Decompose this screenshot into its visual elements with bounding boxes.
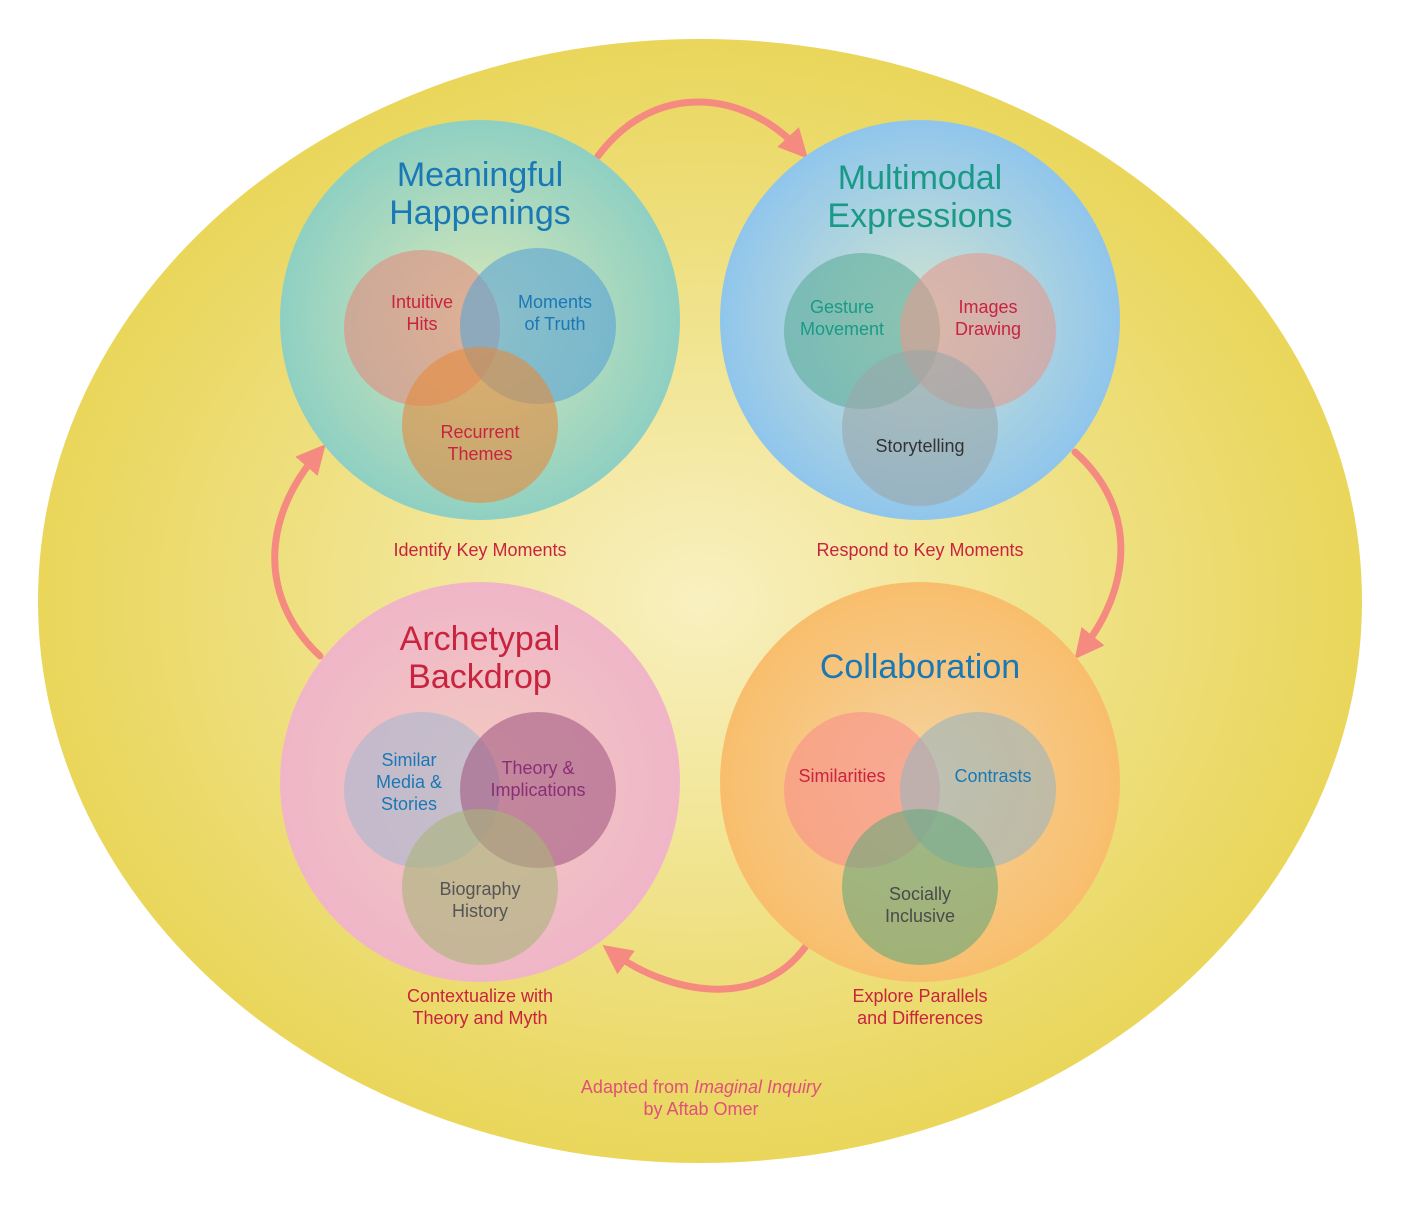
similar-media-line1: Similar [381,750,437,770]
images-drawing-label: Images Drawing [888,297,1088,341]
multimodal-expressions-title: Multimodal Expressions [770,159,1070,235]
recurrent-themes-line1: Recurrent [440,422,520,442]
credit-note: Adapted from Imaginal Inquiry by Aftab O… [511,1077,891,1121]
identify-key-moments-caption: Identify Key Moments [393,540,567,560]
meaningful-title-line2: Happenings [389,194,571,233]
similar-media-line2: Media & [375,771,443,792]
recurrent-themes-label: Recurrent Themes [380,422,580,466]
meaningful-happenings-title: Meaningful Happenings [330,156,630,232]
arrow-right [1071,448,1125,660]
socially-inclusive-line2: Inclusive [884,905,956,926]
images-drawing-line2: Drawing [954,318,1022,339]
biography-history-line2: History [451,900,508,921]
gesture-movement-label: Gesture Movement [742,297,942,341]
gesture-movement-line2: Movement [799,318,885,339]
images-drawing-line1: Images [958,297,1018,317]
arrow-top [594,98,808,160]
socially-inclusive-label: Socially Inclusive [820,884,1020,928]
credit-prefix: Adapted from [580,1077,694,1097]
gesture-movement-line1: Gesture [809,297,875,317]
respond-to-key-moments-caption: Respond to Key Moments [816,540,1024,560]
theory-implications-line1: Theory & [501,758,575,778]
theory-implications-line2: Implications [490,779,586,800]
biography-history-label: Biography History [380,879,580,923]
archetypal-title-line2: Backdrop [408,658,552,697]
venn-circle-storytelling [842,350,998,506]
credit-line2: by Aftab Omer [643,1098,759,1119]
venn-circle-socially-inclusive [842,809,998,965]
moments-of-truth-line1: Moments [517,292,593,312]
similarities-label: Similarities [798,766,886,786]
archetypal-backdrop-title: Archetypal Backdrop [330,620,630,696]
archetypal-title-line1: Archetypal [399,620,561,658]
arrow-bottom [602,942,810,993]
recurrent-themes-line2: Themes [447,443,513,464]
outer-ellipse [38,39,1362,1163]
socially-inclusive-line1: Socially [888,884,952,904]
venn-circle-biography-history [402,809,558,965]
contrasts-label: Contrasts [954,766,1032,786]
intuitive-hits-line2: Hits [406,313,438,334]
contextualize-caption-line1: Contextualize with [406,986,554,1006]
moments-of-truth-label: Moments of Truth [455,292,655,336]
meaningful-title-line1: Meaningful [396,156,564,194]
arrow-left [271,444,326,660]
moments-of-truth-line2: of Truth [524,313,586,334]
multimodal-title-line1: Multimodal [837,159,1003,197]
explore-parallels-caption: Explore Parallels and Differences [770,986,1070,1030]
credit-line1: Adapted from Imaginal Inquiry [511,1077,891,1099]
explore-parallels-line1: Explore Parallels [852,986,988,1006]
contextualize-caption: Contextualize with Theory and Myth [330,986,630,1030]
intuitive-hits-line1: Intuitive [390,292,454,312]
storytelling-label: Storytelling [875,436,965,456]
contextualize-caption-line2: Theory and Myth [412,1007,548,1028]
similar-media-line3: Stories [380,793,438,814]
similar-media-stories-label: Similar Media & Stories [309,750,509,816]
theory-implications-label: Theory & Implications [438,758,638,802]
venn-circle-recurrent-themes [402,347,558,503]
credit-book-title: Imaginal Inquiry [693,1077,822,1097]
intuitive-hits-label: Intuitive Hits [322,292,522,336]
cycle-arrows [271,98,1125,993]
biography-history-line1: Biography [439,879,521,899]
explore-parallels-line2: and Differences [857,1007,983,1028]
collaboration-title: Collaboration [819,648,1021,686]
multimodal-title-line2: Expressions [827,197,1013,236]
